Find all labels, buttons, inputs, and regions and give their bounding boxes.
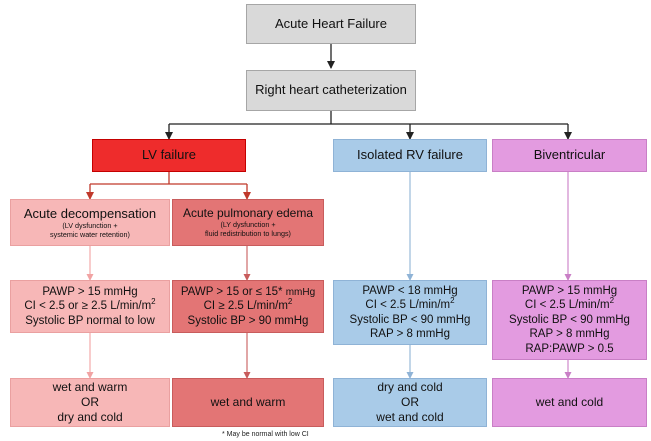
node-right-heart-catheterization: Right heart catheterization bbox=[246, 70, 416, 111]
ape-title: Acute pulmonary edema bbox=[182, 206, 314, 221]
ape-subtitle-1: (LY dysfunction + bbox=[220, 220, 276, 230]
node-lv-failure-label: LV failure bbox=[142, 147, 196, 163]
criteria-isolated-rv-failure: PAWP < 18 mmHg CI < 2.5 L/min/m2 Systoli… bbox=[333, 280, 487, 345]
rv-outcome-2: wet and cold bbox=[376, 410, 444, 424]
decomp-title: Acute decompensation bbox=[23, 205, 157, 221]
decomp-criterion-pawp: PAWP > 15 mmHg bbox=[42, 285, 138, 298]
decomp-outcome-2: dry and cold bbox=[57, 410, 123, 424]
outcome-acute-pulmonary-edema: wet and warm bbox=[172, 378, 324, 427]
criteria-acute-decompensation: PAWP > 15 mmHg CI < 2.5 or ≥ 2.5 L/min/m… bbox=[10, 280, 170, 333]
bi-ci-superscript: 2 bbox=[609, 296, 615, 306]
ape-criterion-ci: CI ≥ 2.5 L/min/m2 bbox=[203, 297, 293, 313]
node-lv-failure: LV failure bbox=[92, 139, 246, 172]
node-acute-decompensation: Acute decompensation (LV dysfunction + s… bbox=[10, 199, 170, 246]
bi-criterion-rap-pawp: RAP:PAWP > 0.5 bbox=[525, 342, 614, 355]
rv-ci-superscript: 2 bbox=[450, 296, 455, 306]
ape-ci-superscript: 2 bbox=[287, 297, 293, 307]
outcome-isolated-rv-failure: dry and cold OR wet and cold bbox=[333, 378, 487, 427]
node-biventricular: Biventricular bbox=[492, 139, 647, 172]
ape-criterion-bp: Systolic BP > 90 mmHg bbox=[187, 314, 309, 327]
rv-ci-text: CI < 2.5 L/min/m bbox=[365, 299, 451, 312]
rv-outcome-or: OR bbox=[401, 395, 419, 409]
decomp-subtitle-1: (LV dysfunction + bbox=[62, 220, 118, 230]
ape-subtitle-2: fluid redistribution to lungs) bbox=[205, 229, 291, 238]
node-isolated-rv-failure: Isolated RV failure bbox=[333, 139, 487, 172]
outcome-acute-decompensation: wet and warm OR dry and cold bbox=[10, 378, 170, 427]
rv-outcome-1: dry and cold bbox=[377, 380, 443, 394]
node-acute-heart-failure: Acute Heart Failure bbox=[246, 4, 416, 44]
decomp-criterion-bp: Systolic BP normal to low bbox=[25, 314, 155, 327]
bi-criterion-pawp: PAWP > 15 mmHg bbox=[521, 285, 618, 298]
node-biventricular-label: Biventricular bbox=[533, 147, 606, 163]
bi-criterion-bp: Systolic BP < 90 mmHg bbox=[509, 313, 630, 326]
decomp-subtitle-2: systemic water retention) bbox=[50, 229, 130, 239]
node-rv-failure-label: Isolated RV failure bbox=[357, 147, 463, 163]
criteria-acute-pulmonary-edema: PAWP > 15 or ≤ 15* mmHg CI ≥ 2.5 L/min/m… bbox=[172, 280, 324, 333]
footnote: * May be normal with low CI bbox=[222, 431, 309, 438]
node-acute-pulmonary-edema: Acute pulmonary edema (LY dysfunction + … bbox=[172, 199, 324, 246]
outcome-biventricular: wet and cold bbox=[492, 378, 647, 427]
decomp-ci-superscript: 2 bbox=[151, 297, 156, 307]
bi-outcome-1: wet and cold bbox=[535, 395, 604, 409]
bi-ci-text: CI < 2.5 L/min/m bbox=[524, 299, 610, 312]
rv-criterion-rap: RAP > 8 mmHg bbox=[370, 327, 450, 340]
rv-criterion-pawp: PAWP < 18 mmHg bbox=[362, 284, 458, 297]
node-acute-heart-failure-label: Acute Heart Failure bbox=[275, 15, 387, 31]
bi-criterion-ci: CI < 2.5 L/min/m2 bbox=[524, 296, 615, 312]
decomp-criterion-ci: CI < 2.5 or ≥ 2.5 L/min/m2 bbox=[24, 297, 156, 313]
ape-outcome-1: wet and warm bbox=[210, 395, 286, 409]
decomp-outcome-or: OR bbox=[81, 395, 99, 409]
bi-criterion-rap: RAP > 8 mmHg bbox=[529, 328, 610, 341]
node-rhc-label: Right heart catheterization bbox=[255, 82, 407, 98]
ape-pawp-text: PAWP > 15 or ≤ 15* bbox=[180, 285, 283, 298]
rv-criterion-bp: Systolic BP < 90 mmHg bbox=[349, 313, 471, 326]
ape-pawp-unit: mmHg bbox=[285, 286, 316, 298]
rv-criterion-ci: CI < 2.5 L/min/m2 bbox=[365, 296, 455, 312]
decomp-outcome-1: wet and warm bbox=[52, 380, 128, 394]
decomp-ci-text: CI < 2.5 or ≥ 2.5 L/min/m bbox=[24, 300, 152, 313]
ape-ci-text: CI ≥ 2.5 L/min/m bbox=[203, 300, 288, 313]
ape-criterion-pawp: PAWP > 15 or ≤ 15* mmHg bbox=[181, 285, 315, 300]
criteria-biventricular: PAWP > 15 mmHg CI < 2.5 L/min/m2 Systoli… bbox=[492, 280, 647, 360]
